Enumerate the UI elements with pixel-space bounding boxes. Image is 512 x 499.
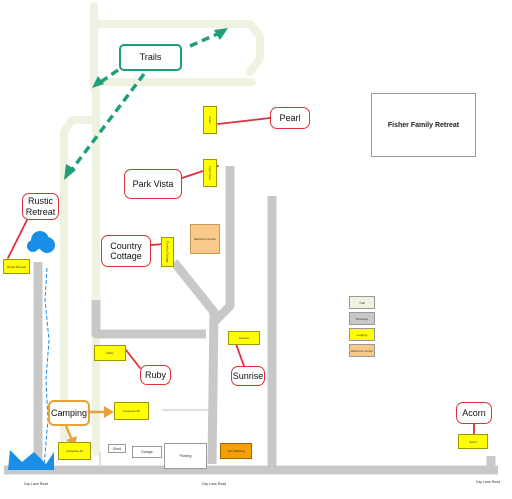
pond (27, 231, 55, 253)
callout-ruby: Ruby (140, 365, 171, 385)
building-shed: Shed (108, 444, 126, 453)
building-parking: Parking (164, 443, 207, 469)
callout-trails: Trails (119, 44, 182, 71)
callout-country-cottage: Country Cottage (101, 235, 151, 267)
road-label-right: Cay Lane Road (475, 480, 501, 484)
road-label-left: Cay Lane Road (23, 482, 49, 486)
sun-building: Sun Building (220, 443, 252, 459)
legend-trail: Trail (349, 296, 375, 309)
campsite-1: Campsite #1 (58, 442, 91, 460)
map-title: Fisher Family Retreat (371, 93, 476, 157)
road-park-vista (210, 166, 235, 326)
lodging-sunrise: Sunrise (228, 331, 260, 345)
road-central-loop (91, 300, 206, 339)
stream-outlet (8, 450, 54, 470)
lodging-park-vista: Park Vista (203, 159, 217, 187)
callout-park-vista: Park Vista (124, 169, 182, 199)
trail-path-northeast (90, 20, 264, 76)
welcome-center: Welcome Center (190, 224, 220, 254)
trails-arrow-southwest (68, 72, 146, 174)
callout-acorn: Acorn (456, 402, 492, 424)
building-garage: Garage (132, 446, 162, 458)
lodging-rustic-retreat: Rustic Retreat (3, 259, 30, 274)
callout-camping: Camping (48, 400, 90, 426)
callout-sunrise: Sunrise (231, 366, 265, 386)
campsite-2: Campsite #2 (114, 402, 149, 420)
lodging-ruby: Ruby (94, 345, 126, 361)
legend-driveway: Driveway (349, 312, 375, 325)
trail-path-west-loop (60, 116, 100, 456)
lodging-country-cottage: Country Cottage (161, 237, 174, 267)
road-label-middle: Cay Lane Road (201, 482, 227, 486)
legend-welcome-center: Welcome Center (349, 344, 375, 357)
trail-path-north (90, 2, 100, 456)
callout-pearl: Pearl (270, 107, 310, 129)
lodging-acorn: Acorn (458, 434, 488, 449)
legend-lodging: Lodging (349, 328, 375, 341)
lodging-pearl: Pearl (203, 106, 217, 134)
stream (43, 267, 50, 467)
callout-rustic-retreat: Rustic Retreat (22, 193, 59, 220)
road-central-diagonal (170, 259, 219, 465)
